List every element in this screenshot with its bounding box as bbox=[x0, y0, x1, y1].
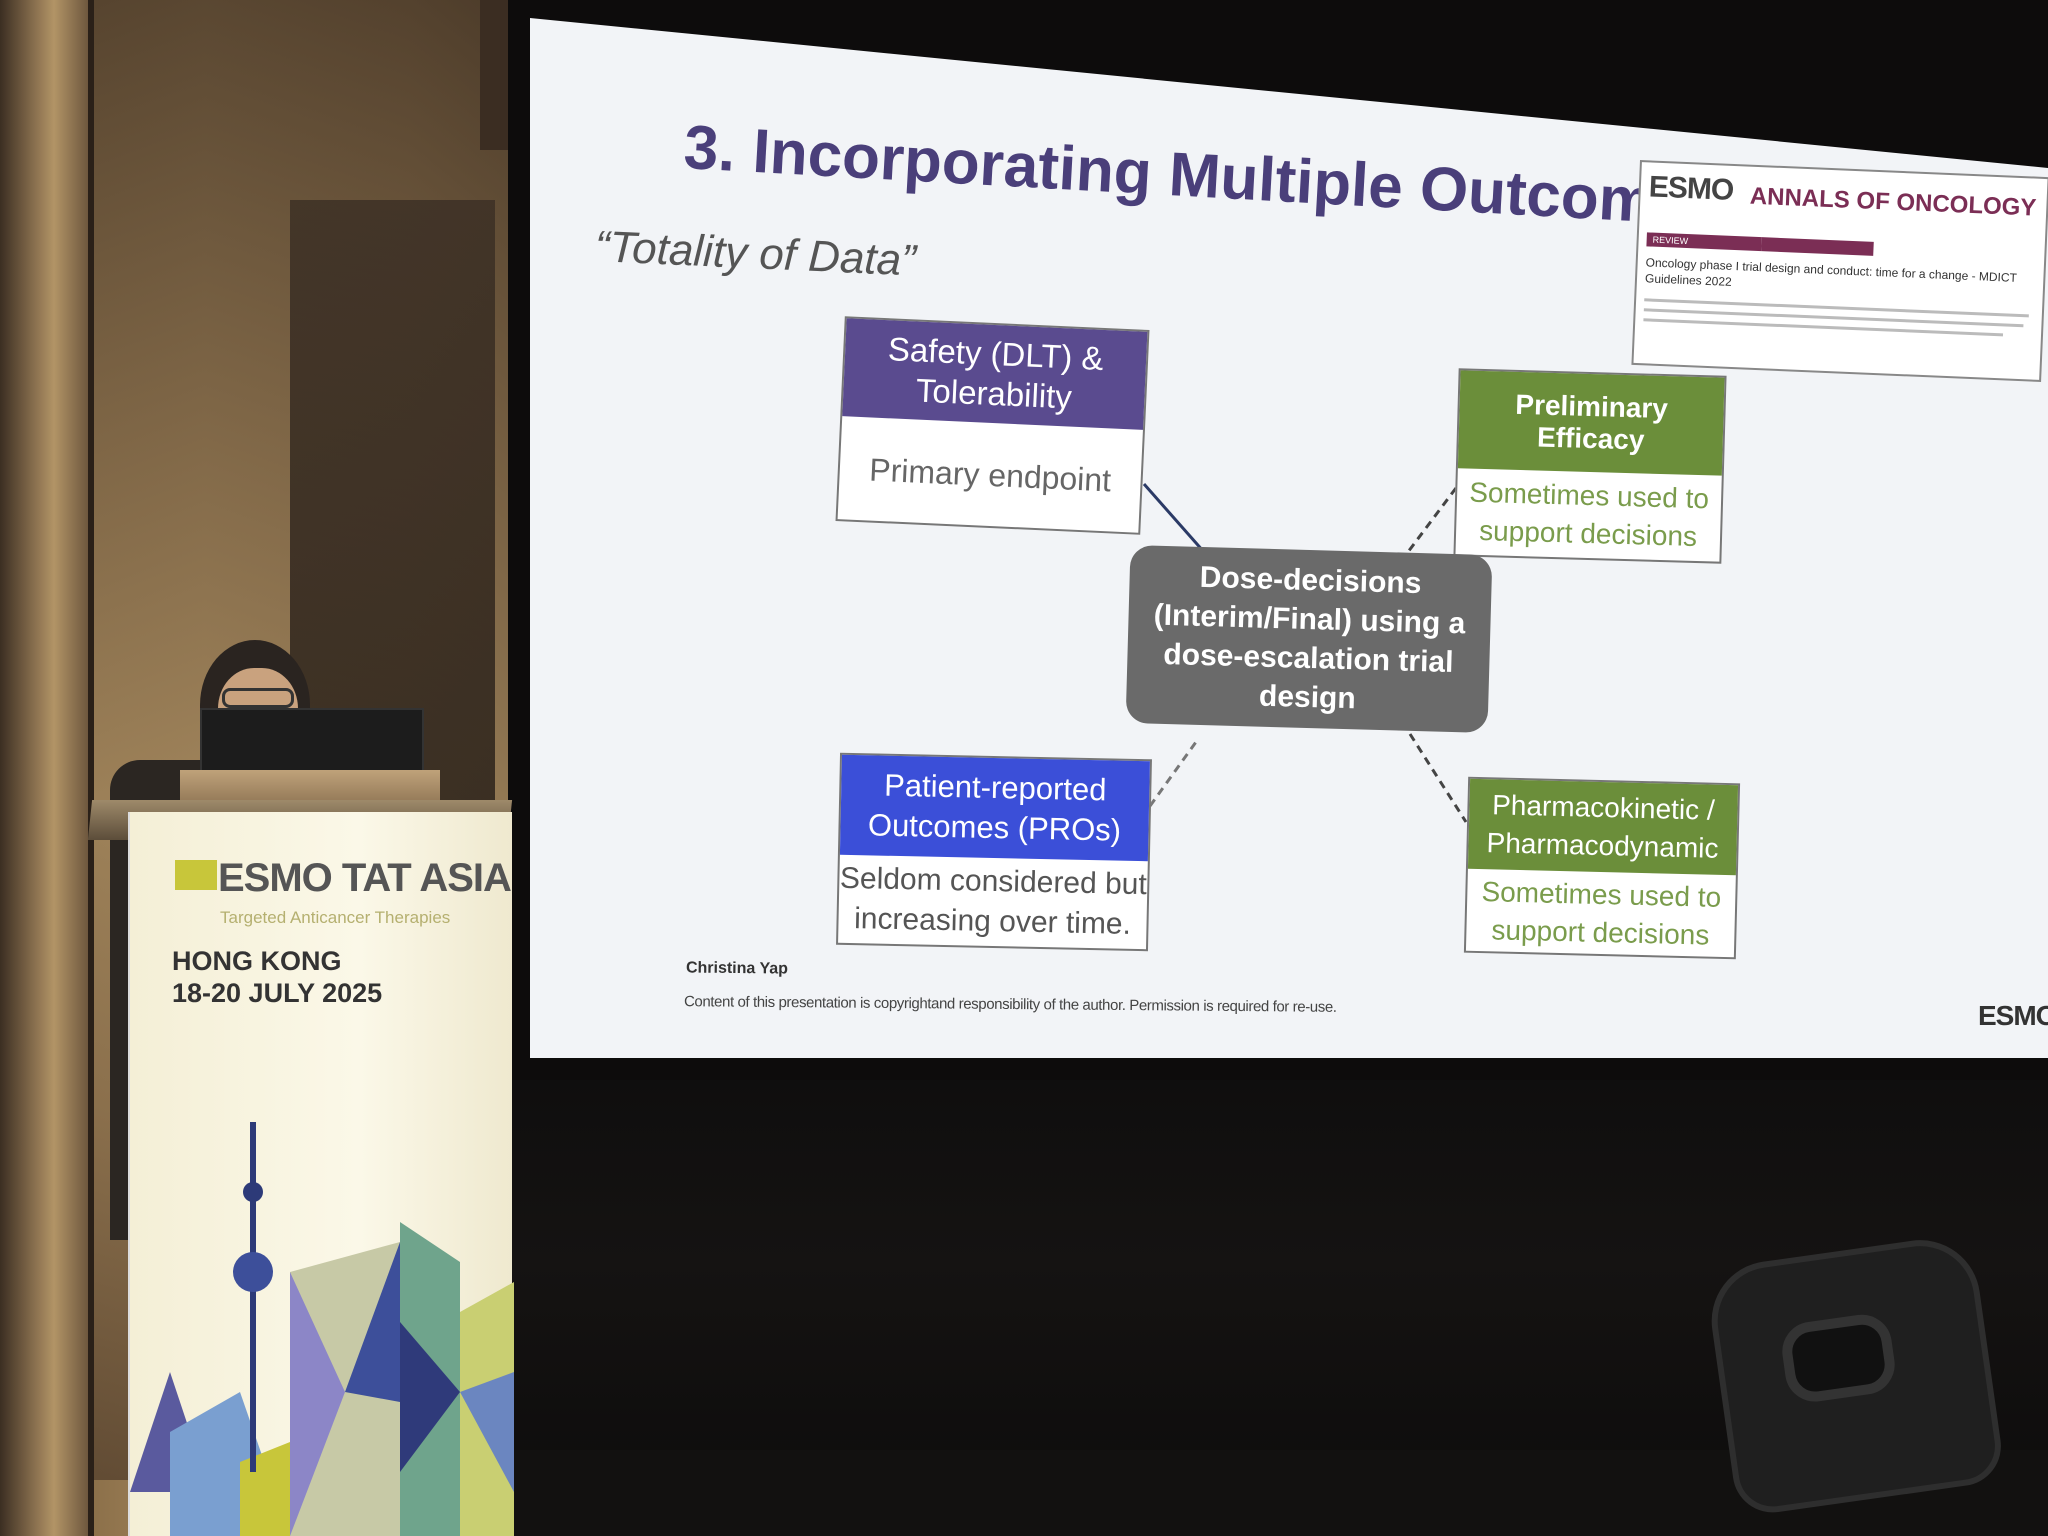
pillar-seam bbox=[88, 0, 94, 1536]
cover-author-list bbox=[1643, 296, 2034, 351]
pkpd-box: Pharmacokinetic / Pharmacodynamic Someti… bbox=[1463, 776, 1741, 960]
efficacy-box: Preliminary Efficacy Sometimes used to s… bbox=[1453, 368, 1727, 564]
efficacy-body: Sometimes used to support decisions bbox=[1468, 476, 1710, 553]
connector-safety bbox=[1142, 483, 1206, 553]
safety-body: Primary endpoint bbox=[868, 450, 1112, 498]
podium: ESMO TAT ASIA Targeted Anticancer Therap… bbox=[128, 812, 514, 1536]
podium-tagline: Targeted Anticancer Therapies bbox=[220, 908, 451, 927]
podium-logo-mark bbox=[175, 860, 217, 890]
podium-dates: 18-20 JULY 2025 bbox=[172, 978, 383, 1008]
cover-author-lines bbox=[1643, 298, 2029, 337]
safety-box: Safety (DLT) & Tolerability Primary endp… bbox=[835, 316, 1150, 535]
podium-city: HONG KONG bbox=[172, 946, 342, 976]
pkpd-body: Sometimes used to support decisions bbox=[1481, 876, 1722, 951]
slide-author: Christina Yap bbox=[685, 959, 789, 978]
connector-pkpd bbox=[1408, 733, 1468, 823]
skyline-graphic bbox=[130, 1122, 514, 1536]
pro-box: Patient-reported Outcomes (PROs) Seldom … bbox=[836, 752, 1152, 952]
podium-logo: ESMO TAT ASIA bbox=[218, 856, 512, 900]
efficacy-header: Preliminary Efficacy bbox=[1457, 370, 1725, 476]
pillar bbox=[0, 0, 90, 1536]
safety-header: Safety (DLT) & Tolerability bbox=[842, 318, 1148, 430]
slide-footer-logo: ESMO bbox=[1978, 1000, 2048, 1031]
speaker-glasses bbox=[222, 688, 294, 708]
paper-cover: ESMO ANNALS OF ONCOLOGY REVIEW Oncology … bbox=[1631, 160, 2048, 382]
dose-decisions-box: Dose-decisions (Interim/Final) using a d… bbox=[1125, 544, 1493, 734]
pro-header: Patient-reported Outcomes (PROs) bbox=[839, 754, 1150, 862]
pkpd-header: Pharmacokinetic / Pharmacodynamic bbox=[1467, 778, 1739, 876]
connector-pro bbox=[1148, 741, 1198, 807]
pro-body: Seldom considered but increasing over ti… bbox=[839, 861, 1148, 941]
connector-efficacy bbox=[1400, 487, 1458, 561]
